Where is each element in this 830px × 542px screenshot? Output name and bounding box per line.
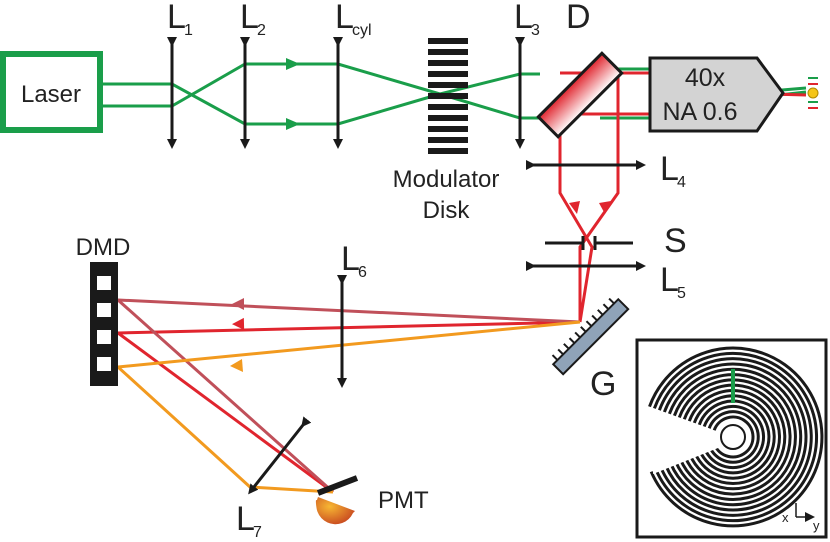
objective — [648, 56, 785, 133]
dichroic-mirror — [536, 51, 624, 139]
disk-ring — [712, 415, 755, 459]
objective-mag: 40x — [685, 64, 726, 92]
inset-axis-y: y — [813, 518, 820, 533]
inset-axes — [795, 503, 815, 522]
disk-ring — [648, 346, 824, 528]
lens-label-l7: L 7 — [236, 500, 262, 541]
grating-label: G — [590, 365, 616, 403]
pmt — [315, 475, 359, 525]
pmt-label: PMT — [378, 487, 429, 514]
lens-label-l6: L 6 — [341, 240, 367, 281]
lens-label-l2-sub: 2 — [257, 22, 266, 39]
sample-point — [807, 77, 819, 109]
disk-ring — [652, 351, 819, 523]
laser-label: Laser — [21, 81, 81, 108]
inset-axis-x: x — [782, 510, 789, 525]
lens-label-l3-main: L — [514, 0, 533, 36]
disk-ring — [682, 383, 787, 491]
objective-na: NA 0.6 — [662, 98, 737, 126]
lens-label-l3-sub: 3 — [531, 22, 540, 39]
slit-label: S — [664, 222, 687, 260]
emission-beam-orange — [116, 320, 581, 494]
lens-label-lcyl: L cyl — [335, 0, 372, 39]
dmd — [90, 262, 118, 386]
lens-label-l4-sub: 4 — [677, 174, 686, 191]
emission-arrows-red — [232, 201, 611, 330]
lens-label-l5: L 5 — [660, 261, 686, 302]
disk-ring — [692, 394, 776, 480]
modulator-disk — [428, 38, 468, 154]
disk-ring — [657, 357, 813, 517]
disk-ring — [687, 389, 781, 485]
emission-arrow-rose — [232, 298, 244, 310]
lens-label-l1-sub: 1 — [184, 22, 193, 39]
lens-label-l5-sub: 5 — [677, 285, 686, 302]
lens-label-l2: L 2 — [240, 0, 266, 39]
lens-label-l1-main: L — [167, 0, 186, 36]
modulator-label-line1: Modulator — [393, 166, 500, 193]
lens-label-l6-sub: 6 — [358, 264, 367, 281]
lens-label-l3: L 3 — [514, 0, 540, 39]
lens-label-l4: L 4 — [660, 150, 686, 191]
disk-ring — [672, 373, 797, 501]
disk-ring — [677, 378, 792, 496]
disk-ring — [662, 362, 808, 512]
lens-label-lcyl-sub: cyl — [352, 22, 372, 39]
disk-ring — [707, 410, 760, 464]
disk-notch — [653, 435, 733, 474]
slit — [545, 236, 633, 250]
excitation-arrows — [286, 58, 300, 130]
lens-label-l6-main: L — [341, 240, 360, 278]
modulator-disk-inset: x y — [635, 338, 828, 539]
lens-label-l4-main: L — [660, 150, 679, 188]
lens-label-lcyl-main: L — [335, 0, 354, 36]
modulator-label-line2: Disk — [423, 197, 471, 224]
dmd-label: DMD — [76, 234, 131, 261]
lens-l7 — [248, 416, 312, 495]
lens-label-l2-main: L — [240, 0, 259, 36]
lens-label-l1: L 1 — [167, 0, 193, 39]
disk-hub — [720, 424, 746, 450]
disk-ring — [697, 399, 771, 475]
dichroic-label: D — [566, 0, 591, 36]
disk-ring — [702, 404, 766, 470]
grating — [551, 297, 630, 376]
laser-box — [0, 51, 103, 133]
disk-rings — [648, 346, 824, 528]
disk-ring — [667, 367, 803, 507]
lens-label-l7-sub: 7 — [253, 524, 262, 541]
lens-label-l7-main: L — [236, 500, 255, 538]
emission-arrow-orange — [230, 359, 243, 372]
lens-label-l5-main: L — [660, 261, 679, 299]
